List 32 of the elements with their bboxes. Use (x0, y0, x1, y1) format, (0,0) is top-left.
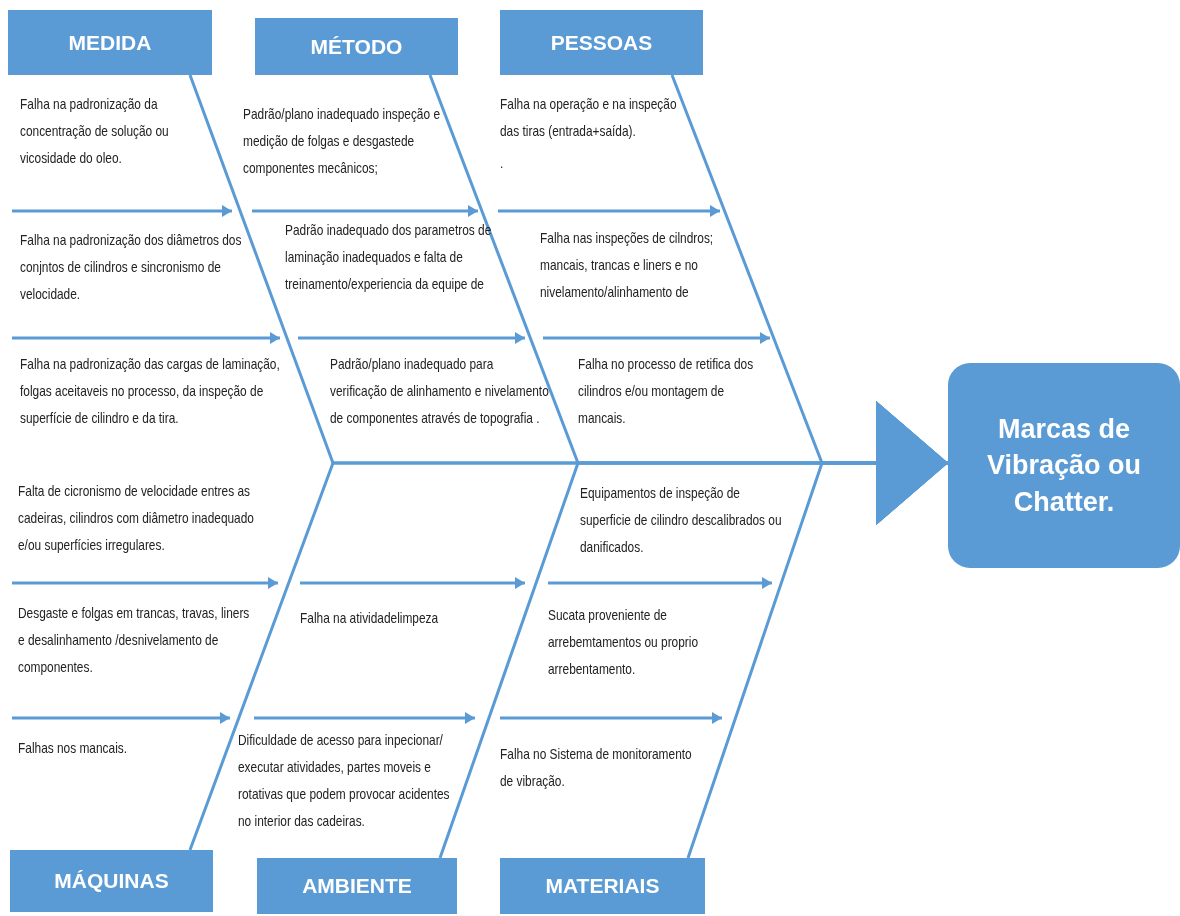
category-box (10, 850, 213, 912)
category-label: MÉTODO (310, 34, 403, 59)
cause-text: Padrão/plano inadequado inspeção e medição de folgas e desgastede componentes mecânicos; (243, 105, 441, 178)
cause-text: Falha no Sistema de monitoramento de vibração. (500, 745, 693, 791)
cause-text: Falha na padronização da concentração de solução ou vicosidade do oleo. (20, 95, 170, 168)
cause-text: Falha na padronização das cargas de laminação, folgas aceitaveis no processo, da inspeção de superfície de cilindro e da tira. (20, 355, 281, 428)
cause-text: . (500, 154, 505, 173)
category-label: MÁQUINAS (54, 869, 169, 893)
cause-text: Falta de cicronismo de velocidade entres as cadeiras, cilindros com diâmetro inadequado e/ou superfícies irregulares. (18, 482, 255, 555)
cause-text: Falha na padronização dos diâmetros dos conjntos de cilindros e sincronismo de velocidade. (20, 231, 242, 304)
cause-text: Desgaste e folgas em trancas, travas, liners e desalinhamento /desnivelamento de componentes. (18, 604, 250, 677)
cause-text: Falha na operação e na inspeção das tiras (entrada+saída). (500, 95, 678, 141)
category-box (255, 18, 458, 75)
category-box (500, 10, 703, 75)
cause-text: Falha no processo de retifica dos cilindros e/ou montagem de mancais. (578, 355, 755, 428)
cause-text: Falha nas inspeções de cilndros; mancais, trancas e liners e no nivelamento/alinhamento de (540, 229, 715, 302)
category-label: PESSOAS (550, 30, 653, 55)
cause-text: Padrão/plano inadequado para verificação de alinhamento e nivelamento de componentes através de topografia . (330, 355, 550, 428)
category-label: MATERIAIS (545, 874, 660, 898)
category-label: MEDIDA (68, 30, 152, 55)
category-label: AMBIENTE (302, 874, 412, 898)
category-box (257, 858, 457, 914)
effect-label: Marcas de Vibração ou Chatter. (985, 412, 1143, 519)
cause-text: Dificuldade de acesso para inpecionar/ executar atividades, partes moveis e rotativas que podem provocar acidentes no interior das cadeiras. (238, 731, 451, 831)
category-box (8, 10, 212, 75)
cause-text: Sucata proveniente de arrebemtamentos ou proprio arrebentamento. (548, 606, 700, 679)
category-box (500, 858, 705, 914)
cause-text: Falhas nos mancais. (18, 739, 129, 758)
cause-text: Falha na atividadelimpeza (300, 609, 440, 628)
cause-text: Equipamentos de inspeção de superficie de cilindro descalibrados ou danificados. (580, 484, 783, 557)
bone-arrow (686, 401, 948, 859)
effect-box (948, 363, 1180, 568)
